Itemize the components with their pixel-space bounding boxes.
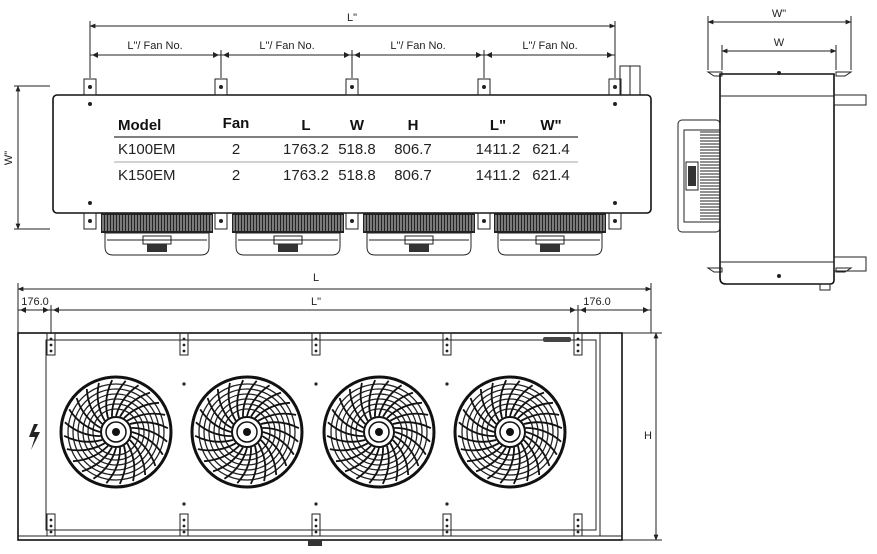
cell: 1763.2: [283, 141, 329, 158]
brand-badge: [543, 337, 571, 342]
side-inner-width-label: W: [774, 37, 785, 49]
right-offset-label: 176.0: [583, 296, 611, 308]
cell: 806.7: [394, 141, 432, 158]
front-inner-length-label: L": [311, 296, 321, 308]
side-housing: [719, 73, 835, 285]
header-l: L: [301, 117, 310, 134]
cell: 621.4: [532, 141, 570, 158]
fan-guard-2: [190, 375, 304, 489]
fan-motor-profile-1: [101, 213, 213, 256]
top-view: L" L"/ Fan No. L"/ Fan No. L"/ Fan No. L…: [3, 12, 652, 256]
cell: 1763.2: [283, 167, 329, 184]
drain-outlet: [819, 283, 831, 291]
fan-guard-3: [322, 375, 436, 489]
pipe-upper: [833, 94, 867, 106]
mounting-brackets-bottom: [83, 212, 622, 230]
cell: K150EM: [118, 167, 176, 184]
header-w: W: [350, 117, 365, 134]
segment-ticks: [220, 50, 485, 78]
header-l2: L": [490, 117, 506, 134]
front-mounting-brackets: [46, 332, 583, 537]
side-fan-profile: [677, 119, 721, 233]
cell: 621.4: [532, 167, 570, 184]
side-width-label: W": [3, 151, 15, 165]
segment-label-2: L"/ Fan No.: [259, 40, 314, 52]
pipe-lower: [833, 256, 867, 272]
cell: 518.8: [338, 141, 376, 158]
fan-guard-1: [59, 375, 173, 489]
segment-label-1: L"/ Fan No.: [127, 40, 182, 52]
segment-label-3: L"/ Fan No.: [390, 40, 445, 52]
front-fans: [59, 375, 567, 489]
cell: 2: [232, 167, 240, 184]
side-view: W" W: [677, 8, 867, 291]
cell: 1411.2: [476, 167, 521, 184]
overall-length-label: L": [347, 12, 357, 24]
electrical-warning-icon: [29, 424, 40, 450]
height-label: H: [644, 430, 652, 442]
fan-motor-profile-3: [363, 213, 475, 256]
mounting-brackets-top: [83, 78, 622, 96]
header-model: Model: [118, 117, 161, 134]
cell: 806.7: [394, 167, 432, 184]
cell: 1411.2: [476, 141, 521, 158]
fan-motor-profile-2: [232, 213, 344, 256]
fan-motors-profile: [101, 213, 606, 256]
header-w2: W": [540, 117, 561, 134]
spec-table: Model Fan L W H L" W" K100EM 2 1763.2 51…: [114, 115, 578, 184]
segment-label-4: L"/ Fan No.: [522, 40, 577, 52]
bottom-bracket: [706, 267, 853, 273]
fan-guard-4: [453, 375, 567, 489]
front-length-label: L: [313, 272, 319, 284]
side-outer-width-label: W": [772, 8, 786, 20]
front-inner-panel: [45, 339, 597, 531]
header-h: H: [408, 117, 419, 134]
cell: K100EM: [118, 141, 176, 158]
fan-motor-profile-4: [494, 213, 606, 256]
front-holes: [182, 382, 449, 506]
front-view: L 176.0 L" 176.0 H: [17, 272, 662, 546]
table-row: K150EM 2 1763.2 518.8 806.7 1411.2 621.4: [118, 167, 570, 184]
top-bracket: [706, 71, 853, 77]
header-fan: Fan: [223, 115, 250, 132]
left-offset-label: 176.0: [21, 296, 49, 308]
cell: 2: [232, 141, 240, 158]
cell: 518.8: [338, 167, 376, 184]
bottom-tab: [308, 540, 322, 546]
edge-holes: [88, 102, 617, 205]
table-row: K100EM 2 1763.2 518.8 806.7 1411.2 621.4: [118, 141, 570, 158]
